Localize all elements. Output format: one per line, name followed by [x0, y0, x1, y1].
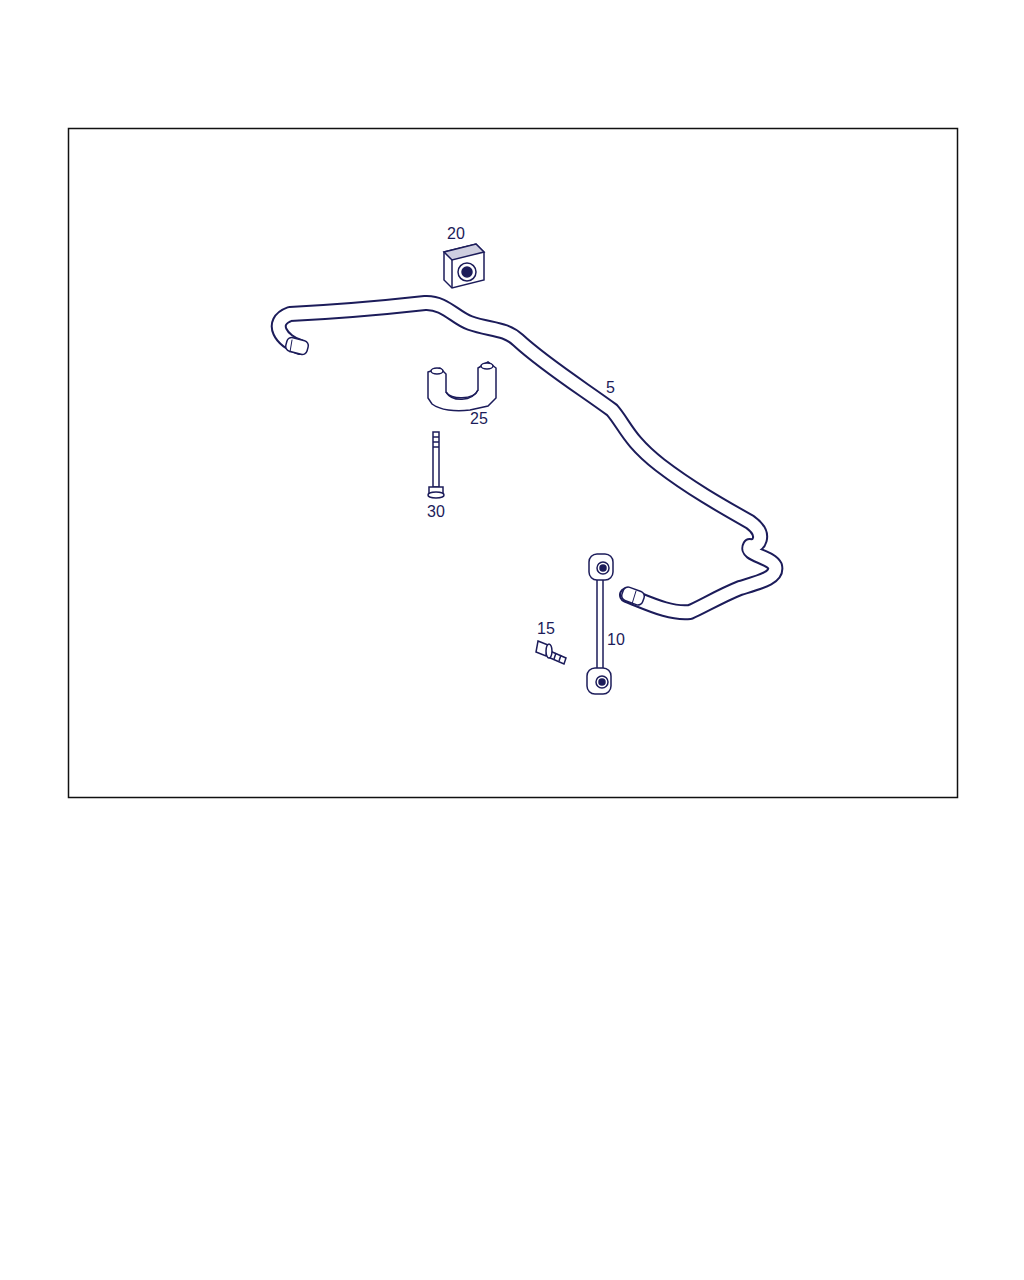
frame	[69, 129, 958, 798]
callout-number: 25	[469, 411, 489, 427]
bushing	[444, 244, 484, 288]
callout-number: 20	[446, 226, 466, 242]
link-rod	[587, 554, 613, 694]
bolt	[428, 432, 444, 498]
bolt	[536, 641, 566, 664]
callout-number: 10	[606, 632, 626, 648]
callout-number: 5	[605, 380, 616, 396]
clamp-bracket	[428, 362, 496, 411]
callout-number: 15	[536, 621, 556, 637]
stabilizer-bar	[279, 303, 776, 612]
callout-number: 30	[426, 504, 446, 520]
